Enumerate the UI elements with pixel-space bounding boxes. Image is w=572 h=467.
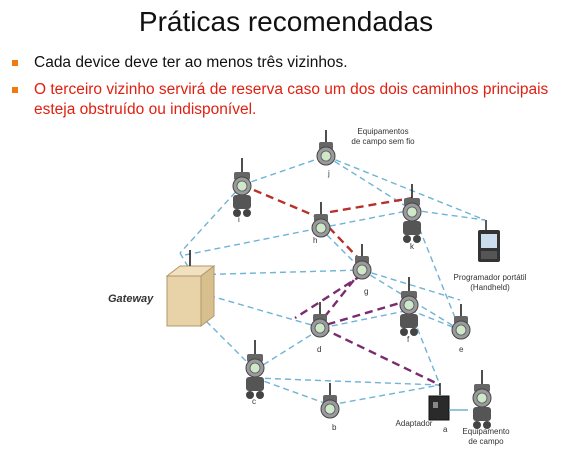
node-label-k: k xyxy=(410,242,415,251)
slide-title: Práticas recomendadas xyxy=(138,6,434,37)
node-label-j: j xyxy=(327,169,330,178)
device-node-k xyxy=(402,183,422,244)
handheld-caption-line1: Programador portátil xyxy=(454,273,527,282)
device-node-i xyxy=(232,157,252,218)
device-node-e xyxy=(451,303,471,340)
bullet-text-1: Cada device deve ter ao menos três vizin… xyxy=(34,54,348,71)
bullet-item-2: O terceiro vizinho servirá de reserva ca… xyxy=(12,80,552,120)
bullet-text-2: O terceiro vizinho servirá de reserva ca… xyxy=(34,81,549,118)
gateway-label: Gateway xyxy=(108,293,154,305)
node-label-g: g xyxy=(364,287,368,296)
legacy-field-device-icon xyxy=(472,369,492,430)
node-label-i: i xyxy=(238,215,240,224)
node-label-f: f xyxy=(407,335,410,344)
handheld-caption-line2: (Handheld) xyxy=(470,283,510,292)
node-label-a: a xyxy=(443,425,448,434)
adapter-caption: Adaptador xyxy=(396,419,433,428)
handheld-device-icon xyxy=(478,220,500,262)
bullet-marker xyxy=(12,60,18,66)
adapter-icon xyxy=(428,383,468,421)
primary-path-red xyxy=(241,183,413,263)
device-node-b xyxy=(320,382,340,419)
gateway-box xyxy=(165,250,216,328)
legacy-caption-line1: Equipamento xyxy=(462,427,510,436)
device-node-h xyxy=(311,201,331,238)
bullet-marker xyxy=(12,87,18,93)
node-label-h: h xyxy=(313,236,317,245)
node-label-e: e xyxy=(459,345,464,354)
node-labels: i j h k g f d e c b a xyxy=(238,169,464,434)
node-label-c: c xyxy=(252,397,256,406)
wireless-caption-line1: Equipamentos xyxy=(357,127,408,136)
legacy-caption-line2: de campo xyxy=(468,437,504,446)
device-node-j xyxy=(316,129,336,166)
mesh-links xyxy=(179,155,486,406)
node-label-d: d xyxy=(317,345,321,354)
device-node-g xyxy=(352,243,372,280)
bullet-item-1: Cada device deve ter ao menos três vizin… xyxy=(12,53,532,73)
device-node-c xyxy=(245,339,265,400)
primary-path-purple xyxy=(294,269,441,387)
node-label-b: b xyxy=(332,423,337,432)
wireless-caption-line2: de campo sem fio xyxy=(351,137,415,146)
